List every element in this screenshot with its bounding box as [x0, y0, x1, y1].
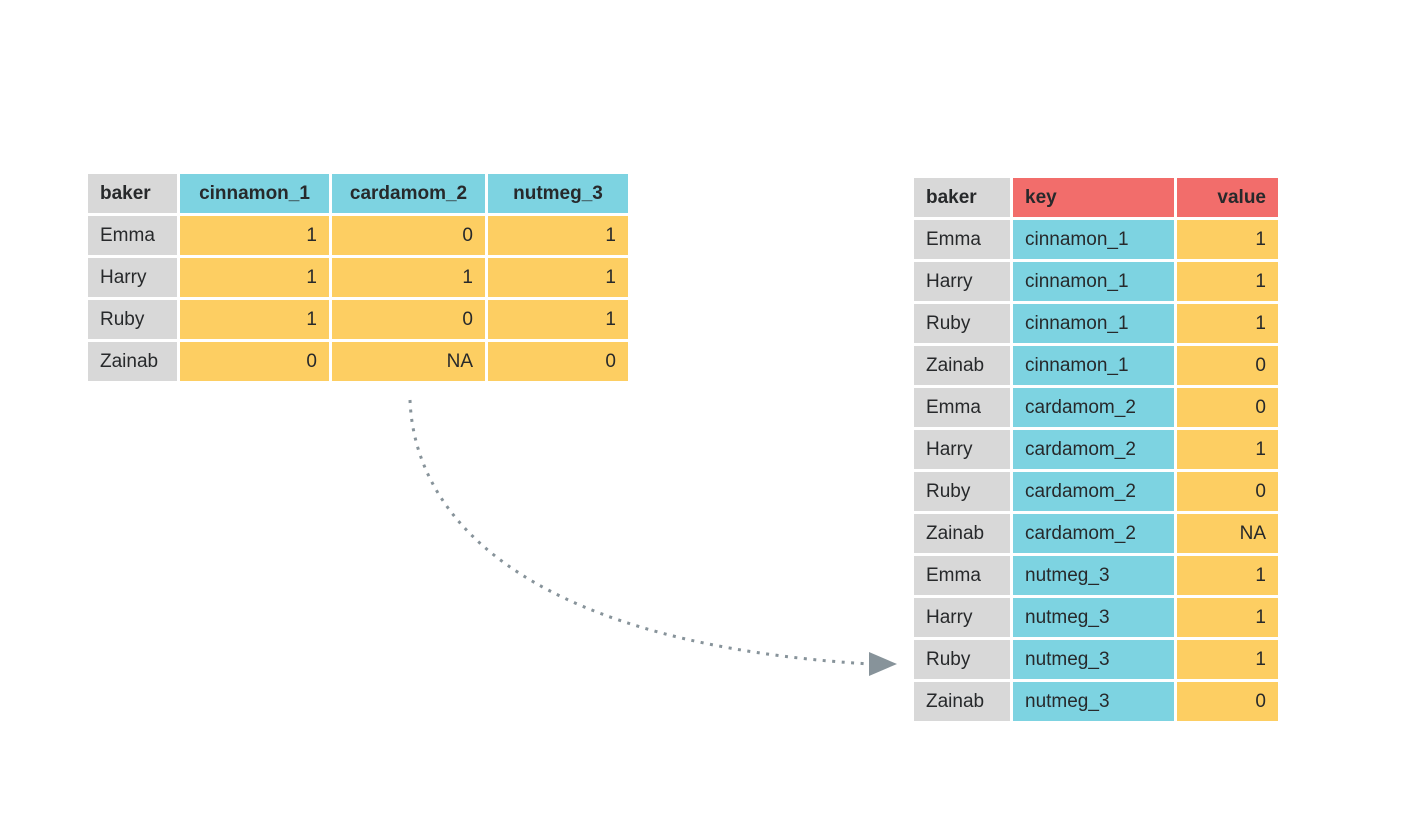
arrow-dotted-path	[408, 399, 871, 666]
table-cell-cinnamon_1: 0	[180, 342, 329, 381]
table-cell-key: nutmeg_3	[1013, 682, 1174, 721]
table-cell-baker: Emma	[88, 216, 177, 255]
table-cell-baker: Harry	[914, 430, 1010, 469]
table-cell-value: 0	[1177, 388, 1278, 427]
table-cell-key: nutmeg_3	[1013, 556, 1174, 595]
table-cell-value: 1	[1177, 262, 1278, 301]
table-cell-key: cinnamon_1	[1013, 346, 1174, 385]
table-cell-key: cinnamon_1	[1013, 220, 1174, 259]
table-cell-value: 1	[1177, 430, 1278, 469]
column-header-nutmeg_3: nutmeg_3	[488, 174, 628, 213]
table-cell-key: cardamom_2	[1013, 388, 1174, 427]
table-cell-baker: Zainab	[914, 514, 1010, 553]
table-cell-value: 1	[1177, 640, 1278, 679]
table-cell-key: cinnamon_1	[1013, 262, 1174, 301]
table-cell-cinnamon_1: 1	[180, 216, 329, 255]
table-cell-value: 1	[1177, 220, 1278, 259]
table-cell-baker: Ruby	[914, 640, 1010, 679]
table-cell-value: 1	[1177, 598, 1278, 637]
table-cell-baker: Harry	[914, 262, 1010, 301]
column-header-baker: baker	[914, 178, 1010, 217]
table-cell-cardamom_2: 1	[332, 258, 485, 297]
arrow-head-icon	[869, 652, 897, 676]
table-cell-value: 1	[1177, 304, 1278, 343]
pivot-arrow	[408, 399, 897, 676]
table-cell-cardamom_2: 0	[332, 300, 485, 339]
table-cell-nutmeg_3: 1	[488, 216, 628, 255]
table-cell-key: cinnamon_1	[1013, 304, 1174, 343]
table-cell-key: cardamom_2	[1013, 514, 1174, 553]
table-cell-key: cardamom_2	[1013, 430, 1174, 469]
column-header-value: value	[1177, 178, 1278, 217]
table-cell-key: cardamom_2	[1013, 472, 1174, 511]
column-header-key: key	[1013, 178, 1174, 217]
column-header-cinnamon_1: cinnamon_1	[180, 174, 329, 213]
table-cell-value: 1	[1177, 556, 1278, 595]
table-cell-baker: Ruby	[88, 300, 177, 339]
table-cell-value: 0	[1177, 346, 1278, 385]
table-cell-baker: Emma	[914, 388, 1010, 427]
table-cell-baker: Ruby	[914, 304, 1010, 343]
table-cell-value: NA	[1177, 514, 1278, 553]
column-header-cardamom_2: cardamom_2	[332, 174, 485, 213]
table-cell-baker: Emma	[914, 220, 1010, 259]
table-cell-value: 0	[1177, 682, 1278, 721]
table-cell-key: nutmeg_3	[1013, 640, 1174, 679]
table-cell-baker: Zainab	[914, 682, 1010, 721]
table-cell-baker: Zainab	[88, 342, 177, 381]
table-cell-nutmeg_3: 1	[488, 258, 628, 297]
table-cell-baker: Emma	[914, 556, 1010, 595]
table-cell-key: nutmeg_3	[1013, 598, 1174, 637]
table-cell-cinnamon_1: 1	[180, 300, 329, 339]
table-cell-value: 0	[1177, 472, 1278, 511]
table-cell-cinnamon_1: 1	[180, 258, 329, 297]
table-cell-cardamom_2: NA	[332, 342, 485, 381]
column-header-baker: baker	[88, 174, 177, 213]
table-cell-cardamom_2: 0	[332, 216, 485, 255]
table-cell-nutmeg_3: 0	[488, 342, 628, 381]
table-cell-baker: Ruby	[914, 472, 1010, 511]
table-cell-nutmeg_3: 1	[488, 300, 628, 339]
table-cell-baker: Harry	[914, 598, 1010, 637]
table-cell-baker: Zainab	[914, 346, 1010, 385]
table-cell-baker: Harry	[88, 258, 177, 297]
